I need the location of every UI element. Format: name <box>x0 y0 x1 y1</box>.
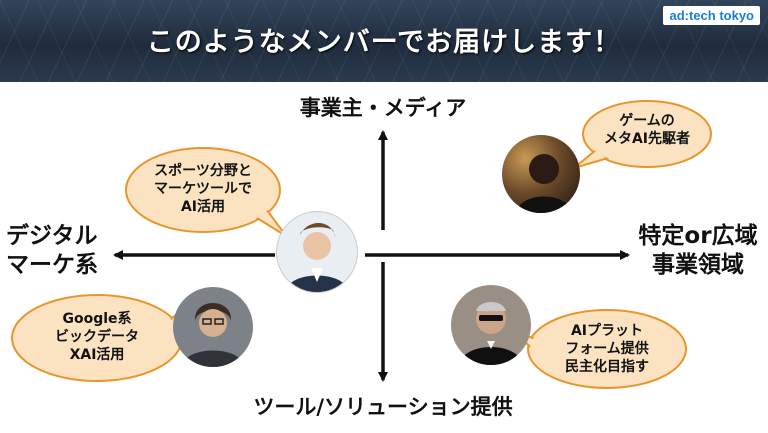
adtech-logo: ad:tech tokyo <box>663 6 760 25</box>
person-silhouette-icon <box>516 154 572 213</box>
banner-pattern <box>0 0 768 82</box>
bubble-text-ai-platform: AIプラット フォーム提供 民主化目指す <box>565 323 649 375</box>
page-title: このようなメンバーでお届けします！ <box>146 27 622 58</box>
axis-label-bottom: ツール/ソリューション提供 <box>253 395 513 419</box>
bubble-text-sports-ai: スポーツ分野と マーケツールで AI活用 <box>154 163 252 215</box>
person-silhouette-icon <box>285 223 349 292</box>
speech-bubble-ai-platform <box>513 309 687 389</box>
speech-bubble-google-ai <box>11 294 187 382</box>
avatar-game-ai-member <box>502 135 580 213</box>
bubble-text-google-ai: Google系 ビックデータ XAI活用 <box>55 311 139 363</box>
axis-label-left: デジタル マーケ系 <box>6 223 98 278</box>
speech-bubble-game-ai <box>573 100 712 169</box>
person-silhouette-icon <box>181 303 245 367</box>
header-banner: このようなメンバーでお届けします！ ad:tech tokyo <box>0 0 768 82</box>
speech-bubble-sports-ai <box>125 147 287 237</box>
axis-label-right: 特定or広域 事業領域 <box>638 223 758 278</box>
avatar-google-member <box>173 287 253 367</box>
avatar-sports-member <box>276 211 358 293</box>
bubble-text-game-ai: ゲームの メタAI先駆者 <box>603 113 691 147</box>
person-silhouette-icon <box>459 302 523 365</box>
axis-label-top: 事業主・メディア <box>299 96 467 120</box>
avatar-platform-member <box>451 285 531 365</box>
